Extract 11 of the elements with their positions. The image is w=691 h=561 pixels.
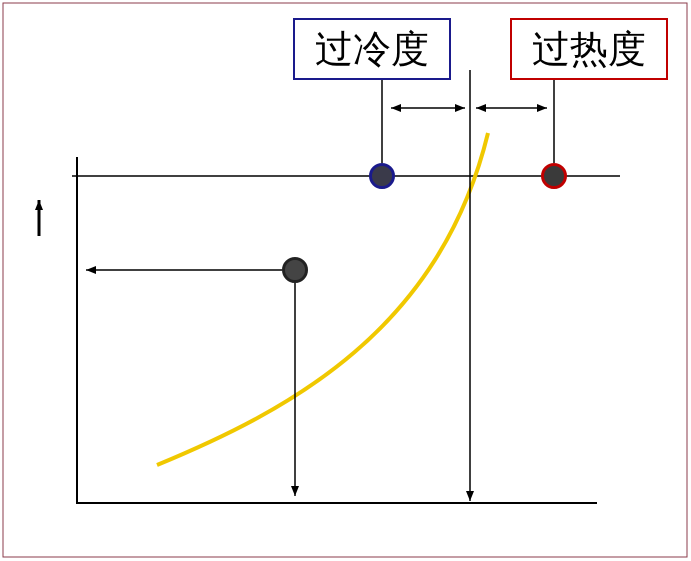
state-point-dot — [369, 163, 395, 189]
arrow — [291, 283, 299, 496]
state-point-dot — [541, 163, 567, 189]
leader-line — [553, 80, 555, 163]
box-label: 过热度 — [532, 30, 646, 68]
box-label: 过冷度 — [315, 30, 429, 68]
state-point-dot — [282, 257, 308, 283]
label-box — [293, 18, 451, 80]
leader-line — [381, 80, 383, 163]
arrow — [86, 266, 282, 274]
label-box — [510, 18, 668, 80]
